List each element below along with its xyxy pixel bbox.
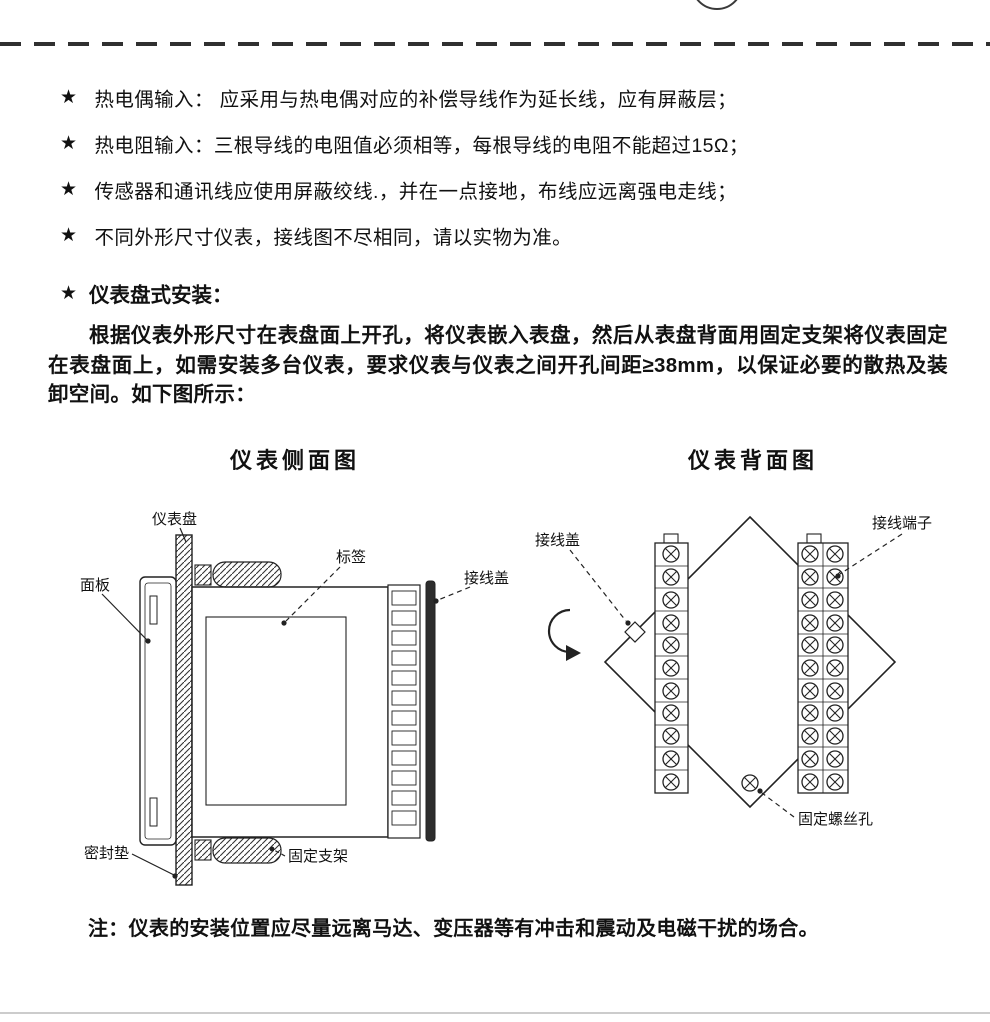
cover-clip-notch — [624, 621, 646, 643]
bullet-wiring-diagram: ★ 不同外形尺寸仪表，接线图不尽相同，请以实物为准。 — [60, 212, 960, 258]
label-front-panel: 面板 — [80, 576, 151, 644]
bottom-rule — [0, 1012, 990, 1014]
bullet-rtd: ★ 热电阻输入：三根导线的电阻值必须相等，每根导线的电阻不能超过15Ω； — [60, 120, 960, 166]
front-panel-label: 面板 — [80, 576, 110, 594]
seal-gasket-label: 密封垫 — [84, 845, 129, 862]
fixing-bracket-label: 固定支架 — [288, 848, 348, 865]
left-strip-screws — [662, 545, 680, 791]
instrument-body — [191, 586, 389, 838]
rotate-arrow-icon — [547, 608, 581, 661]
side-view-diagram: 仪表盘 面板 标签 接线盖 密封垫 固定支架 — [80, 510, 509, 886]
label-panel: 仪表盘 — [152, 510, 197, 543]
page-number-circle-partial — [691, 0, 743, 10]
back-view-title: 仪表背面图 — [687, 448, 818, 473]
installation-paragraph: 根据仪表外形尺寸在表盘面上开孔，将仪表嵌入表盘，然后从表盘背面用固定支架将仪表固… — [48, 324, 948, 406]
fixing-screw — [741, 774, 759, 792]
section-heading: ★ 仪表盘式安装： — [60, 278, 233, 308]
label-terminal-cover: 接线盖 — [433, 570, 509, 604]
star-icon: ★ — [60, 224, 78, 246]
star-icon: ★ — [60, 132, 78, 154]
section-title: 仪表盘式安装： — [89, 284, 233, 307]
label-tag: 标签 — [281, 549, 366, 626]
back-view-diagram: 接线盖 接线端子 固定螺丝孔 — [535, 515, 932, 828]
terminals-label: 接线端子 — [872, 515, 932, 532]
bottom-fixing-bracket — [194, 837, 282, 864]
side-view-title: 仪表侧面图 — [229, 448, 360, 473]
terminal-cover-label: 接线盖 — [535, 532, 580, 549]
star-icon: ★ — [60, 86, 78, 108]
label-fixing-bracket: 固定支架 — [269, 846, 348, 865]
terminal-cover-outline — [603, 515, 897, 809]
label-seal-gasket: 密封垫 — [84, 845, 178, 879]
screw-hole-label: 固定螺丝孔 — [798, 811, 873, 828]
top-fixing-bracket — [194, 561, 282, 588]
label-screw-hole: 固定螺丝孔 — [757, 788, 873, 828]
star-icon: ★ — [60, 282, 78, 304]
bullet-text: 热电阻输入：三根导线的电阻值必须相等，每根导线的电阻不能超过15Ω； — [94, 134, 749, 157]
terminal-cover-bar — [425, 580, 436, 842]
right-terminal-strip — [797, 533, 849, 794]
bullet-text: 不同外形尺寸仪表，接线图不尽相同，请以实物为准。 — [94, 226, 573, 249]
panel-label: 仪表盘 — [152, 510, 197, 528]
dashed-divider — [0, 42, 990, 46]
bullet-text: 热电偶输入： 应采用与热电偶对应的补偿导线作为延长线，应有屏蔽层； — [94, 88, 738, 111]
terminal-block — [387, 584, 421, 839]
label-terminal-cover-back: 接线盖 — [535, 532, 631, 626]
terminal-cover-label: 接线盖 — [464, 570, 509, 587]
label-terminals: 接线端子 — [835, 515, 932, 579]
bullet-thermocouple: ★ 热电偶输入： 应采用与热电偶对应的补偿导线作为延长线，应有屏蔽层； — [60, 74, 960, 120]
bullet-list: ★ 热电偶输入： 应采用与热电偶对应的补偿导线作为延长线，应有屏蔽层； ★ 热电… — [60, 74, 960, 258]
bullet-shielded-wiring: ★ 传感器和通讯线应使用屏蔽绞线.，并在一点接地，布线应远离强电走线； — [60, 166, 960, 212]
tag-label: 标签 — [336, 549, 366, 566]
mounting-panel — [175, 534, 193, 886]
left-terminal-strip — [654, 533, 689, 794]
star-icon: ★ — [60, 178, 78, 200]
bullet-text: 传感器和通讯线应使用屏蔽绞线.，并在一点接地，布线应远离强电走线； — [94, 180, 738, 203]
installation-note: 注：仪表的安装位置应尽量远离马达、变压器等有冲击和震动及电磁干扰的场合。 — [88, 918, 819, 940]
front-bezel — [139, 576, 177, 846]
